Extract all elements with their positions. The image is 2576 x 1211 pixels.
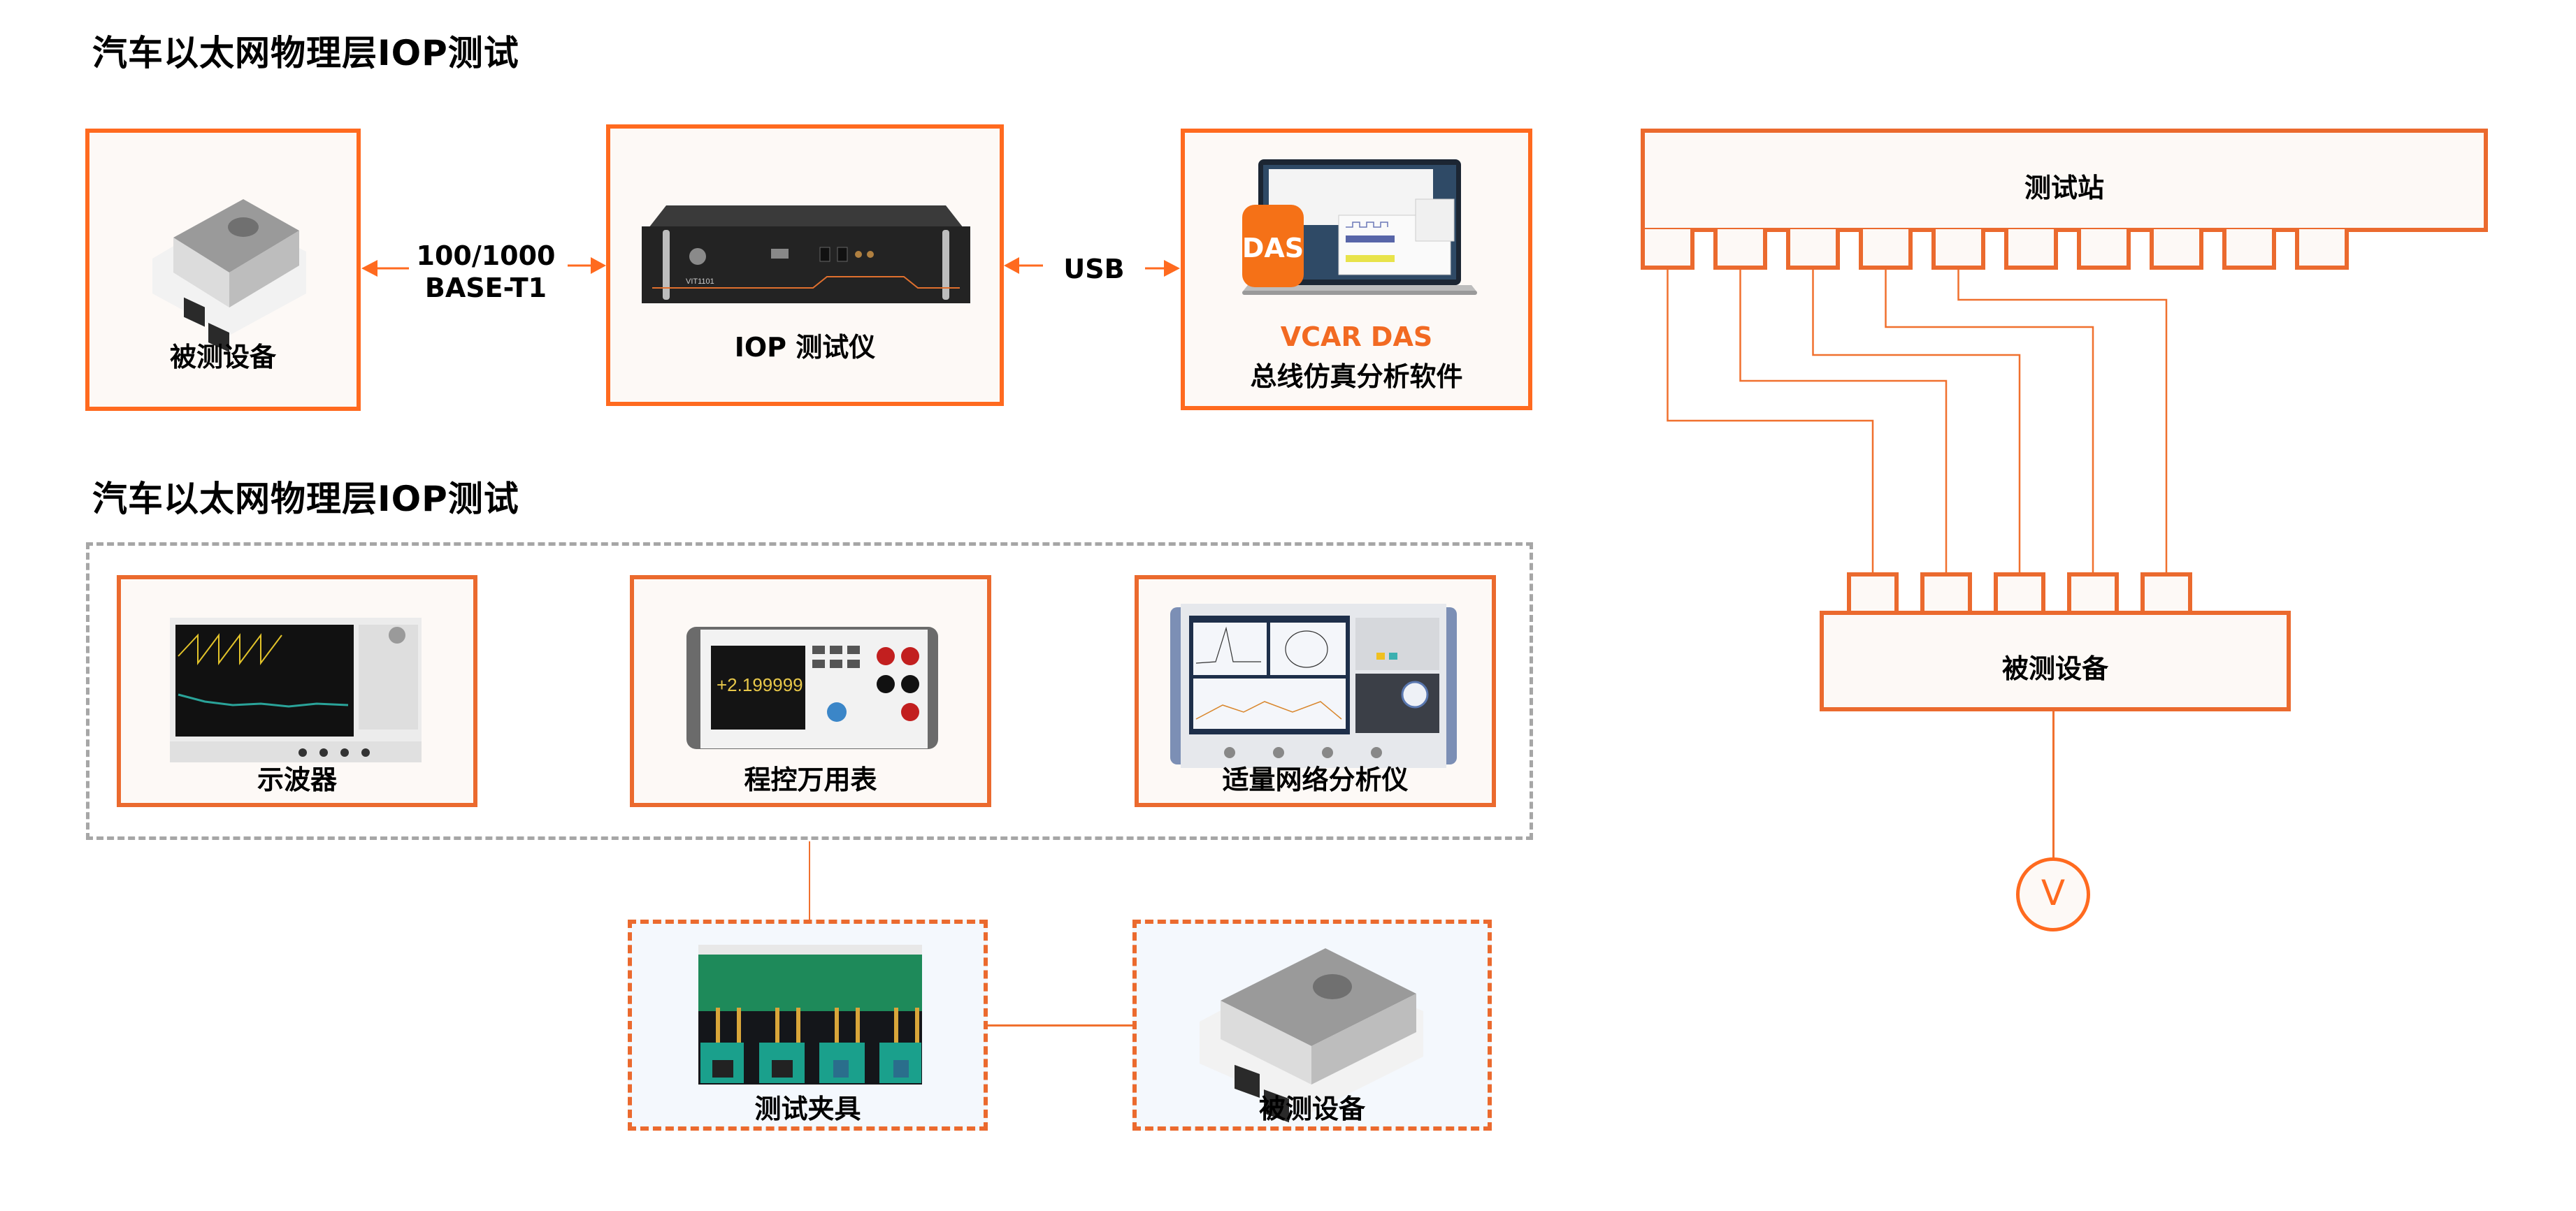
group-to-fixture-line xyxy=(809,841,810,921)
iop-tester-device-icon: VIT1101 xyxy=(642,205,970,303)
dut-to-meter-line xyxy=(2052,711,2055,858)
dut-box-3: 被测设备 xyxy=(1820,611,2291,711)
station-port xyxy=(1713,229,1767,270)
link1-label: 100/1000 BASE-T1 xyxy=(391,240,580,304)
software-desc: 总线仿真分析软件 xyxy=(1250,361,1463,392)
test-station-label: 测试站 xyxy=(2024,173,2104,203)
fixture-box: 测试夹具 xyxy=(628,920,988,1131)
instrument-card-network-analyzer: 适量网络分析仪 xyxy=(1135,575,1496,807)
section1-title: 汽车以太网物理层IOP测试 xyxy=(92,33,519,73)
station-port xyxy=(1641,229,1694,270)
oscilloscope-image xyxy=(170,618,422,762)
test-fixture-image xyxy=(698,945,922,1085)
dut-box: 被测设备 xyxy=(85,129,361,411)
ecu-device-icon xyxy=(152,199,306,352)
software-box: DAS VCAR DAS 总线仿真分析软件 xyxy=(1181,129,1532,410)
voltmeter-icon: V xyxy=(2016,857,2090,931)
test-station-box: 测试站 xyxy=(1641,129,2488,232)
voltmeter-symbol: V xyxy=(2041,873,2066,913)
instruments-group xyxy=(86,542,1533,840)
station-port xyxy=(1786,229,1840,270)
wire xyxy=(1667,270,1874,572)
arrow-right-to-software xyxy=(1145,260,1180,277)
wire xyxy=(1739,270,1948,572)
das-app-icon: DAS xyxy=(1242,233,1304,263)
dut-port xyxy=(1994,572,2045,614)
instrument-card-multimeter: +2.199999 程控万用表 xyxy=(630,575,991,807)
fixture-label: 测试夹具 xyxy=(754,1094,861,1124)
station-port xyxy=(1859,229,1913,270)
ecu-device-icon-2 xyxy=(1200,948,1423,1123)
multimeter-image: +2.199999 xyxy=(686,627,938,749)
link1-label-line2: BASE-T1 xyxy=(424,273,547,303)
dut-label: 被测设备 xyxy=(169,342,276,372)
iop-tester-box: VIT1101 IOP 测试仪 xyxy=(606,124,1004,406)
dut-label-3: 被测设备 xyxy=(2001,653,2108,684)
dut-port xyxy=(1920,572,1972,614)
station-port xyxy=(2077,229,2131,270)
dut-label-2: 被测设备 xyxy=(1258,1094,1365,1124)
tester-model-text: VIT1101 xyxy=(686,277,714,286)
station-port xyxy=(2150,229,2203,270)
station-port xyxy=(2222,229,2276,270)
network-analyzer-label: 适量网络分析仪 xyxy=(1222,764,1409,795)
dut-port xyxy=(2067,572,2119,614)
station-port xyxy=(2004,229,2058,270)
wire xyxy=(1957,270,2168,572)
dut-port xyxy=(1847,572,1899,614)
station-port xyxy=(1931,229,1985,270)
wire xyxy=(1812,270,2021,572)
station-port xyxy=(2295,229,2349,270)
link1-label-line1: 100/1000 xyxy=(416,240,556,271)
fixture-to-dut-line xyxy=(988,1024,1132,1027)
software-name: VCAR DAS xyxy=(1280,321,1433,352)
multimeter-label: 程控万用表 xyxy=(744,764,877,795)
arrow-left-to-tester xyxy=(1004,257,1043,274)
instrument-card-oscilloscope: 示波器 xyxy=(117,575,477,807)
laptop-screenshot-icon: DAS xyxy=(1242,159,1477,295)
network-analyzer-image xyxy=(1170,604,1457,768)
iop-tester-label: IOP 测试仪 xyxy=(734,332,876,363)
usb-label: USB xyxy=(1063,254,1125,284)
oscilloscope-label: 示波器 xyxy=(257,764,337,795)
multimeter-display-value: +2.199999 xyxy=(717,674,803,695)
wire xyxy=(1885,270,2094,572)
section2-title: 汽车以太网物理层IOP测试 xyxy=(92,479,519,519)
dut-port xyxy=(2140,572,2192,614)
dut-box-2: 被测设备 xyxy=(1132,920,1492,1131)
